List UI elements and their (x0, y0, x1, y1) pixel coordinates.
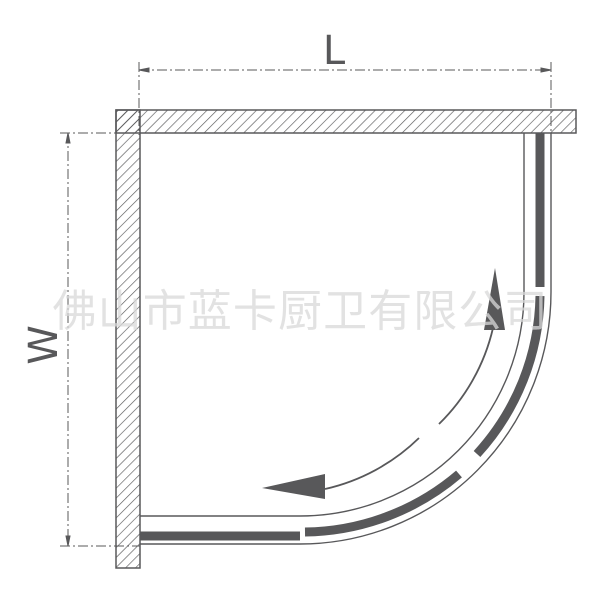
top-wall (115, 109, 577, 134)
arrow-up-icon (484, 268, 505, 330)
enclosure-frame (140, 133, 552, 545)
glass-panels (140, 133, 545, 541)
sliding-door-bottom (304, 470, 462, 537)
length-label: L (323, 28, 346, 74)
opening-arrows (262, 268, 505, 499)
dimension-length (138, 62, 552, 135)
watermark: 佛山市蓝卡厨卫有限公司 (53, 286, 548, 337)
arrow-left-icon (262, 474, 325, 499)
left-wall (115, 109, 141, 569)
dimension-width (60, 132, 140, 547)
sliding-door-right (473, 295, 545, 458)
width-label: W (21, 325, 67, 365)
